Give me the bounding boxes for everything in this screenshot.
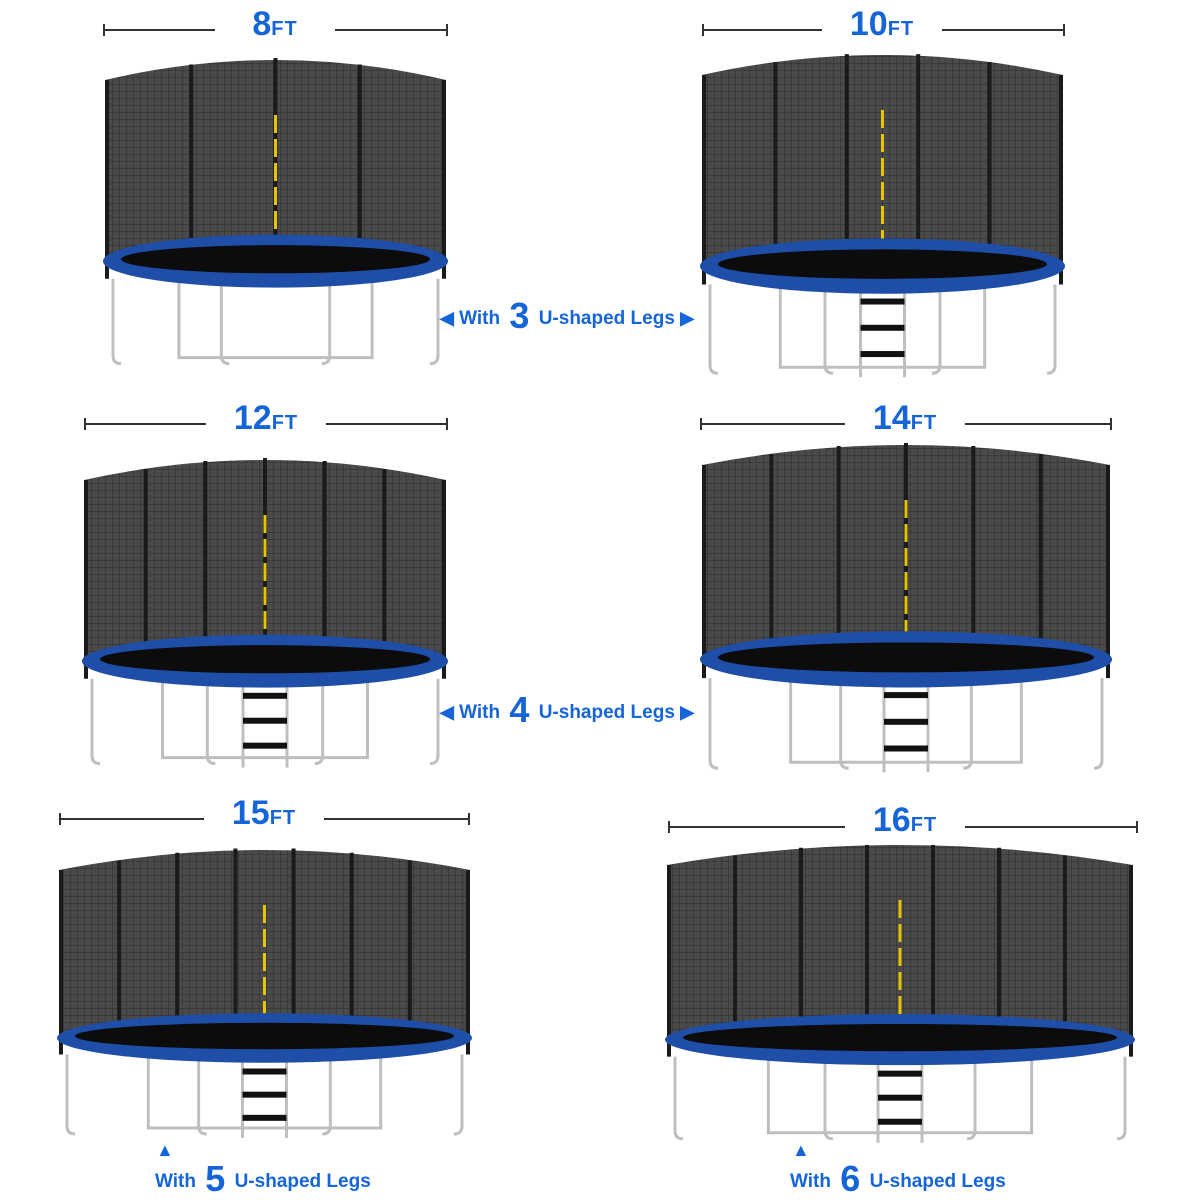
leg — [966, 1056, 977, 1141]
leg — [322, 1054, 332, 1136]
legs-note-5: With 5 U-shaped Legs — [155, 1161, 371, 1199]
leg — [197, 1054, 207, 1136]
leg — [1093, 678, 1104, 770]
legs-note-prefix: With — [459, 308, 501, 329]
leg — [429, 678, 440, 766]
ladder — [882, 678, 930, 773]
trampoline-8ft — [103, 58, 448, 366]
legs-note-4: ◀ With 4 U-shaped Legs ▶ — [440, 692, 695, 730]
jumping-mat — [121, 245, 430, 274]
arrow-up-icon: ▲ — [792, 1140, 810, 1160]
size-label-8ft: 8FT — [215, 4, 335, 49]
leg — [931, 284, 942, 375]
trampoline-16ft — [665, 843, 1135, 1143]
legs-note-prefix: With — [459, 702, 501, 723]
trampoline-10ft — [700, 54, 1065, 378]
size-unit: FT — [271, 18, 298, 40]
leg — [823, 284, 834, 375]
size-label-10ft: 10FT — [822, 4, 942, 49]
leg — [111, 278, 122, 366]
legs — [90, 678, 440, 766]
legs — [673, 1056, 1127, 1141]
leg — [219, 278, 230, 366]
leg — [708, 678, 719, 770]
legs — [111, 278, 440, 366]
size-label-16ft: 16FT — [845, 800, 965, 845]
leg — [839, 678, 849, 770]
arrow-up-icon: ▲ — [156, 1140, 174, 1160]
size-unit: FT — [269, 807, 297, 829]
legs — [708, 284, 1057, 375]
u-leg — [766, 1056, 1034, 1135]
leg — [65, 1054, 76, 1136]
trampoline-12ft — [82, 458, 448, 768]
arrow-left-icon: ◀ — [440, 702, 454, 722]
leg — [1116, 1056, 1127, 1141]
u-leg — [146, 1054, 383, 1130]
safety-net — [667, 845, 1133, 1040]
jumping-mat — [683, 1023, 1117, 1052]
size-value: 15 — [231, 794, 270, 832]
legs-note-suffix: U-shaped Legs — [234, 1171, 371, 1192]
size-label-15ft: 15FT — [204, 793, 324, 838]
trampoline-15ft — [57, 848, 472, 1138]
leg — [708, 284, 719, 375]
size-label-12ft: 12FT — [206, 398, 326, 443]
jumping-mat — [100, 645, 430, 674]
ladder — [876, 1056, 924, 1143]
size-label-14ft: 14FT — [845, 398, 965, 443]
legs-note-count: 5 — [205, 1158, 226, 1199]
u-leg — [789, 678, 1023, 764]
legs-note-suffix: U-shaped Legs — [869, 1171, 1006, 1192]
legs — [708, 678, 1104, 770]
size-value: 14 — [872, 399, 911, 437]
leg — [673, 1056, 684, 1141]
leg — [823, 1056, 834, 1141]
legs-note-count: 3 — [509, 295, 530, 336]
ladder — [859, 284, 906, 378]
size-unit: FT — [271, 412, 299, 434]
u-leg — [778, 284, 987, 369]
jumping-mat — [718, 642, 1094, 673]
leg — [1046, 284, 1057, 375]
legs-note-prefix: With — [155, 1171, 196, 1192]
arrow-right-icon: ▶ — [680, 308, 695, 328]
size-unit: FT — [887, 18, 915, 40]
size-value: 12 — [233, 399, 272, 437]
size-value: 8 — [252, 5, 272, 43]
trampoline-14ft — [700, 443, 1112, 773]
ladder — [241, 678, 289, 768]
leg — [453, 1054, 464, 1136]
size-value: 10 — [849, 5, 888, 43]
leg — [205, 678, 216, 766]
legs-note-prefix: With — [790, 1171, 831, 1192]
u-leg — [177, 278, 374, 360]
size-unit: FT — [910, 412, 938, 434]
leg — [963, 678, 973, 770]
legs — [65, 1054, 464, 1136]
ladder — [241, 1054, 288, 1138]
legs-note-3: ◀ With 3 U-shaped Legs ▶ — [440, 298, 695, 336]
legs-note-count: 6 — [840, 1158, 861, 1199]
leg — [314, 678, 325, 766]
legs-note-suffix: U-shaped Legs — [538, 702, 675, 723]
arrow-right-icon: ▶ — [680, 702, 695, 722]
size-unit: FT — [910, 814, 938, 836]
legs-note-6: With 6 U-shaped Legs — [790, 1161, 1006, 1199]
u-leg — [161, 678, 369, 760]
leg — [429, 278, 440, 366]
size-value: 16 — [872, 801, 911, 839]
legs-note-count: 4 — [509, 689, 530, 730]
leg — [90, 678, 101, 766]
legs-note-suffix: U-shaped Legs — [538, 308, 675, 329]
jumping-mat — [75, 1022, 454, 1050]
arrow-left-icon: ◀ — [440, 308, 454, 328]
jumping-mat — [718, 249, 1047, 279]
leg — [321, 278, 332, 366]
